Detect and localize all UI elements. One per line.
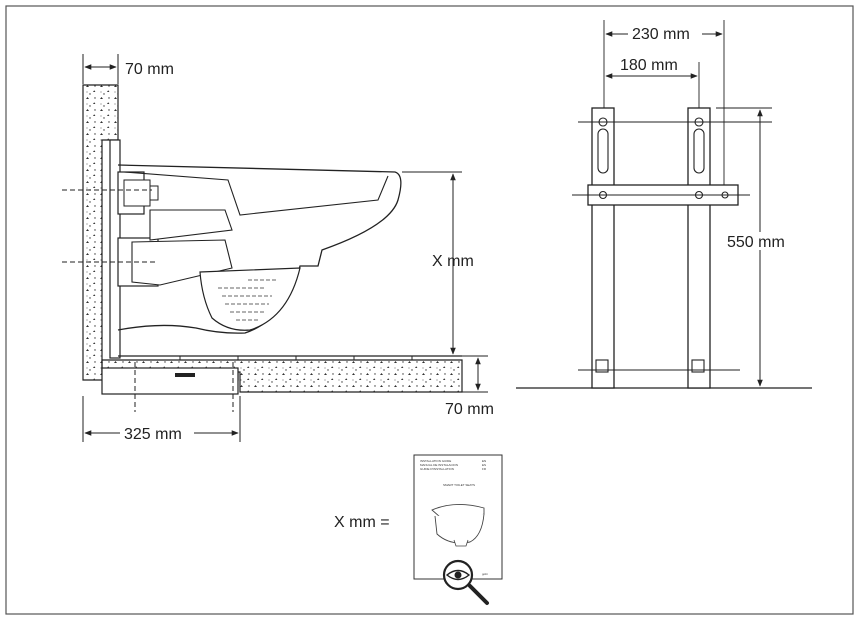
manual-header-right-2: ES bbox=[482, 463, 486, 467]
manual-header-line-2: MANUAL DE INSTALACION bbox=[420, 463, 458, 467]
inner-width-label: 180 mm bbox=[620, 57, 678, 74]
frame-border bbox=[5, 5, 854, 615]
outer-width-label: 230 mm bbox=[632, 26, 690, 43]
floor-thickness-label: 70 mm bbox=[445, 401, 494, 418]
offset-label: 325 mm bbox=[124, 426, 182, 443]
manual-reference: X mm = INSTALLATION GUIDE MANUAL DE INST… bbox=[334, 454, 503, 605]
frame-cavity bbox=[101, 367, 239, 395]
height-550-label: 550 mm bbox=[727, 234, 785, 251]
eye-magnifier-icon bbox=[442, 559, 489, 605]
manual-toilet-illustration bbox=[431, 504, 485, 547]
wall-thickness-label: 70 mm bbox=[125, 61, 174, 78]
water-trap bbox=[199, 267, 301, 331]
manual-header-line-1: INSTALLATION GUIDE bbox=[420, 459, 451, 463]
manual-header-right-1: EN bbox=[482, 459, 486, 463]
manual-logo: gobi bbox=[482, 572, 488, 576]
drain-mark bbox=[175, 373, 195, 377]
frame-leg-left bbox=[591, 107, 615, 389]
equation-label: X mm = bbox=[334, 514, 390, 531]
front-view: 230 mm 180 mm 550 mm bbox=[516, 20, 812, 389]
height-label: X mm bbox=[432, 253, 474, 270]
manual-title: SMART TOILET SEATS bbox=[443, 483, 475, 487]
manual-header-line-3: GUIDE D'INSTALLATION bbox=[420, 467, 454, 471]
side-view: 70 mm X mm 70 mm 325 mm bbox=[62, 54, 494, 443]
manual-header-right-3: FR bbox=[482, 467, 487, 471]
